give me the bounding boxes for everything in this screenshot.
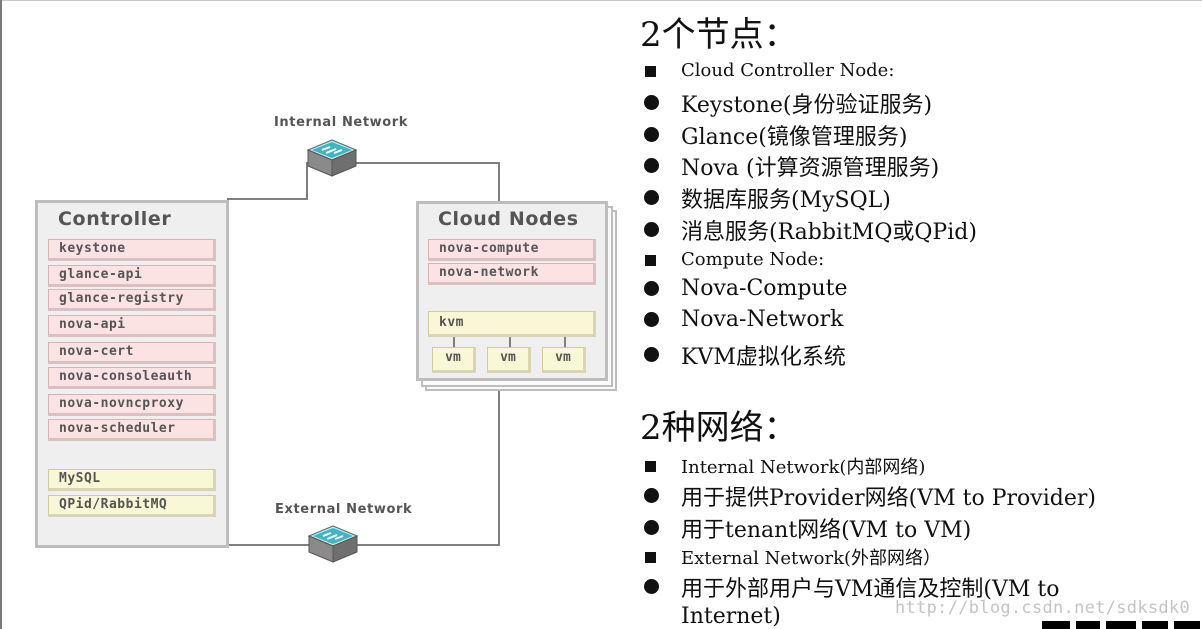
dot-bullet-icon: [644, 188, 681, 208]
list-item: KVM虚拟化系统: [644, 339, 846, 371]
dot-bullet-icon: [644, 577, 681, 597]
vm-box: vm: [432, 347, 476, 373]
square-bullet-icon: [644, 456, 681, 476]
list-item: Nova-Compute: [644, 276, 848, 301]
controller-service: nova-cert: [48, 342, 216, 364]
nodes-heading: 2个节点：: [640, 15, 798, 55]
dot-bullet-icon: [644, 93, 681, 113]
controller-service: glance-api: [48, 265, 216, 287]
list-item: Compute Node:: [644, 249, 824, 270]
external-net-line-a: [227, 544, 309, 546]
internal-net-line-a: [227, 198, 308, 200]
external-net-line-c: [498, 390, 500, 546]
cloud-node-service: nova-compute: [428, 239, 596, 261]
left-border: [0, 0, 2, 629]
list-item: Keystone(身份验证服务): [644, 87, 932, 119]
switch-icon: [306, 139, 358, 177]
square-bullet-icon: [644, 250, 681, 270]
top-border: [0, 0, 1202, 1]
dot-bullet-icon: [644, 125, 681, 145]
internal-net-line-c: [350, 162, 500, 164]
list-item: 数据库服务(MySQL): [644, 182, 891, 214]
list-item-continuation: Internet): [681, 604, 781, 629]
cropped-text-fragment: [1042, 621, 1202, 629]
external-net-line-b: [356, 544, 500, 546]
dot-bullet-icon: [644, 345, 681, 365]
controller-service: nova-scheduler: [48, 419, 216, 441]
list-item: Glance(镜像管理服务): [644, 119, 907, 151]
networks-heading: 2种网络：: [640, 408, 798, 448]
switch-icon: [307, 525, 359, 563]
controller-service: glance-registry: [48, 289, 216, 311]
kvm-vm-connector: [453, 337, 455, 348]
kvm-vm-connector: [564, 337, 566, 348]
internal-net-line-b: [306, 162, 308, 200]
list-item: 用于外部用户与VM通信及控制(VM to: [644, 571, 1060, 603]
square-bullet-icon: [644, 61, 681, 81]
cloud-node-service: nova-network: [428, 263, 596, 285]
dot-bullet-icon: [644, 279, 681, 299]
list-item: Cloud Controller Node:: [644, 60, 894, 81]
controller-title: Controller: [58, 208, 172, 230]
cloud-nodes-title: Cloud Nodes: [438, 208, 579, 230]
list-item: Nova-Network: [644, 307, 844, 332]
dot-bullet-icon: [644, 220, 681, 240]
dot-bullet-icon: [644, 156, 681, 176]
square-bullet-icon: [644, 547, 681, 567]
list-item: 用于tenant网络(VM to VM): [644, 512, 971, 544]
list-item: External Network(外部网络）: [644, 544, 941, 570]
list-item: Nova (计算资源管理服务): [644, 150, 939, 182]
controller-infra: QPid/RabbitMQ: [48, 495, 216, 517]
list-item: Internal Network(内部网络): [644, 453, 925, 479]
internal-network-label: Internal Network: [274, 115, 409, 130]
list-item: 用于提供Provider网络(VM to Provider): [644, 480, 1096, 512]
external-network-label: External Network: [275, 502, 413, 517]
dot-bullet-icon: [644, 518, 681, 538]
dot-bullet-icon: [644, 310, 681, 330]
list-item: 消息服务(RabbitMQ或QPid): [644, 214, 977, 246]
kvm-vm-connector: [509, 337, 511, 348]
controller-service: nova-consoleauth: [48, 367, 216, 389]
controller-infra: MySQL: [48, 469, 216, 491]
vm-box: vm: [542, 347, 586, 373]
watermark: http://blog.csdn.net/sdksdk0: [895, 598, 1190, 618]
vm-box: vm: [487, 347, 531, 373]
hypervisor-kvm: kvm: [428, 311, 596, 337]
controller-service: nova-api: [48, 315, 216, 337]
internal-net-line-d: [498, 162, 500, 204]
dot-bullet-icon: [644, 486, 681, 506]
controller-service: nova-novncproxy: [48, 394, 216, 416]
controller-service: keystone: [48, 239, 216, 261]
